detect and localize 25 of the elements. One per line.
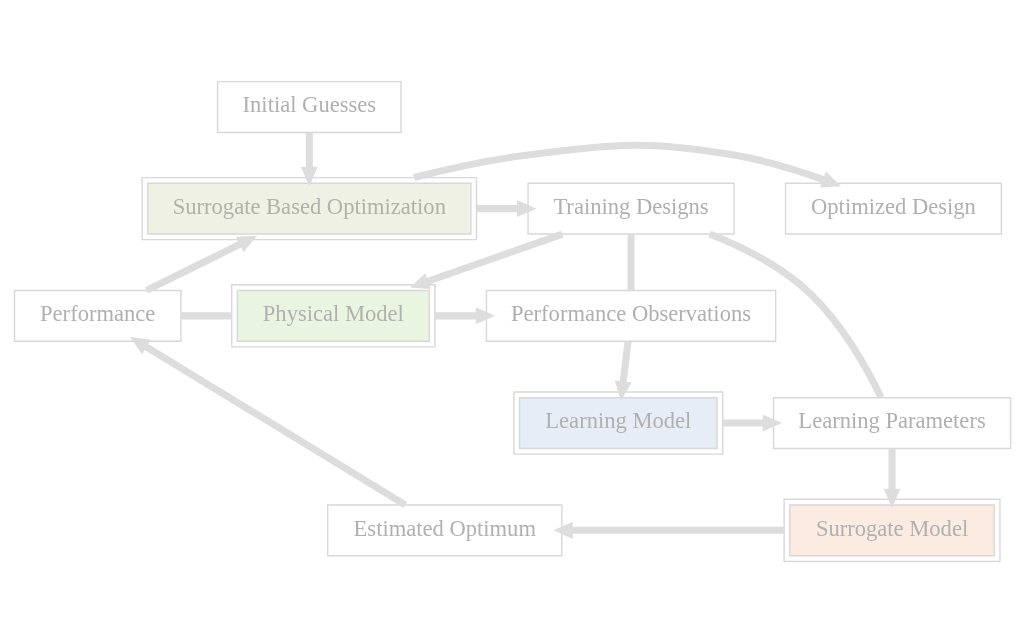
arrow: [300, 132, 318, 186]
node-box: Optimized Design: [784, 182, 1003, 235]
node-box: Learning Model: [513, 390, 724, 455]
connector: [708, 230, 885, 399]
arrow: [614, 340, 632, 401]
connector: [181, 311, 232, 319]
node-box: Performance: [13, 289, 182, 342]
arrow: [477, 199, 537, 217]
node-box: Estimated Optimum: [326, 503, 563, 556]
node-box: Learning Parameters: [772, 396, 1012, 449]
node-box: Initial Guesses: [216, 80, 402, 133]
arrow: [883, 448, 901, 508]
arrow: [553, 521, 784, 539]
arrow: [435, 306, 496, 324]
node-box: Training Designs: [527, 182, 735, 235]
node-box: Physical Model: [231, 283, 436, 348]
arrow: [413, 141, 842, 187]
node-box: Surrogate Model: [783, 498, 1001, 562]
arrow: [723, 414, 783, 432]
arrow: [409, 230, 564, 289]
arrow: [144, 235, 258, 293]
connector: [627, 233, 635, 290]
node-box: Surrogate Based Optimization: [141, 176, 478, 240]
node-box: Performance Observations: [485, 289, 777, 342]
arrow: [130, 336, 408, 508]
